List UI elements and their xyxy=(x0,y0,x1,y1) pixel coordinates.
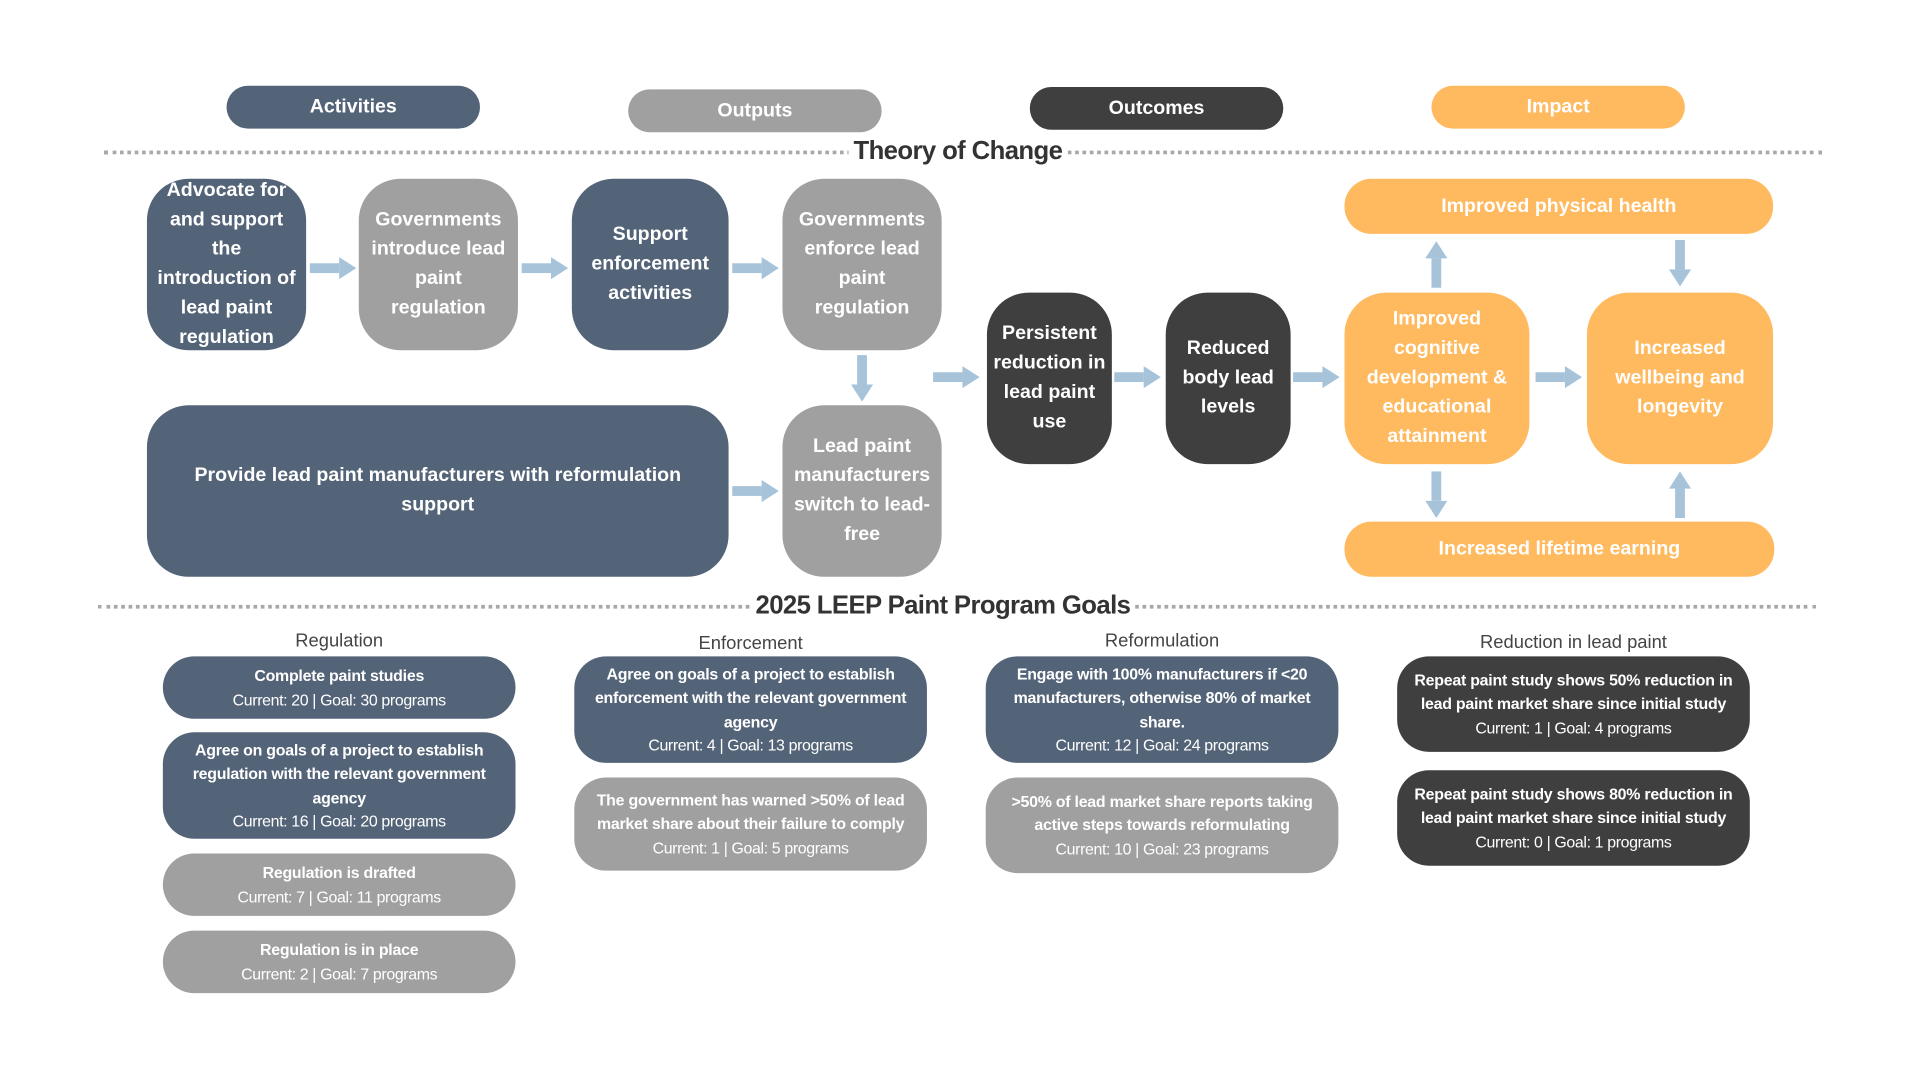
goal-title: Repeat paint study shows 50% reduction i… xyxy=(1414,670,1733,713)
node-support-enforcement: Support enforcement activities xyxy=(571,178,729,351)
node-improved-physical-health: Improved physical health xyxy=(1344,178,1774,234)
node-improved-cognitive: Improved cognitive development & educati… xyxy=(1344,292,1530,465)
column-heading-reformulation: Reformulation xyxy=(1104,630,1220,652)
node-reformulation-support: Provide lead paint manufacturers with re… xyxy=(146,405,729,577)
goal-title: Agree on goals of a project to establish… xyxy=(192,740,486,807)
legend-activities: Activities xyxy=(226,85,481,129)
goal-title: >50% of lead market share reports taking… xyxy=(1011,791,1313,835)
arrow-right-6 xyxy=(1114,366,1161,389)
goal-card: Agree on goals of a project to establish… xyxy=(574,656,927,763)
goal-card: Regulation is drafted Current: 7 | Goal:… xyxy=(162,853,516,916)
goal-title: Engage with 100% manufacturers if <20 ma… xyxy=(1013,664,1311,731)
goal-title: Repeat paint study shows 80% reduction i… xyxy=(1414,784,1733,827)
goal-progress: Current: 1 | Goal: 4 programs xyxy=(1475,718,1672,737)
node-reduced-body-lead: Reduced body lead levels xyxy=(1165,292,1291,465)
arrow-down-2 xyxy=(1425,471,1448,518)
column-heading-regulation: Regulation xyxy=(295,630,384,652)
arrow-up-1 xyxy=(1425,241,1448,288)
goal-progress: Current: 7 | Goal: 11 programs xyxy=(237,887,441,906)
goal-title: Agree on goals of a project to establish… xyxy=(594,664,907,731)
arrow-down-1 xyxy=(851,355,874,402)
goal-title: Regulation is in place xyxy=(260,940,419,959)
goal-progress: Current: 20 | Goal: 30 programs xyxy=(232,690,446,709)
column-heading-reduction: Reduction in lead paint xyxy=(1480,631,1667,653)
goal-title: Complete paint studies xyxy=(254,666,425,685)
goal-card: Engage with 100% manufacturers if <20 ma… xyxy=(985,656,1339,763)
goal-progress: Current: 16 | Goal: 20 programs xyxy=(232,811,446,831)
goal-card: Repeat paint study shows 80% reduction i… xyxy=(1397,770,1750,866)
goal-progress: Current: 12 | Goal: 24 programs xyxy=(1055,735,1269,755)
goal-card: Repeat paint study shows 50% reduction i… xyxy=(1397,656,1750,752)
goal-progress: Current: 2 | Goal: 7 programs xyxy=(241,964,438,983)
goal-progress: Current: 1 | Goal: 5 programs xyxy=(652,838,849,857)
arrow-right-2 xyxy=(521,257,569,280)
goal-progress: Current: 4 | Goal: 13 programs xyxy=(648,735,853,755)
goal-card: Complete paint studies Current: 20 | Goa… xyxy=(162,656,516,719)
node-governments-enforce: Governments enforce lead paint regulatio… xyxy=(782,178,942,351)
theory-of-change-title: Theory of Change xyxy=(848,137,1068,167)
arrow-right-5 xyxy=(933,366,980,389)
node-manufacturers-switch: Lead paint manufacturers switch to lead-… xyxy=(782,405,942,577)
arrow-down-3 xyxy=(1668,240,1692,287)
node-advocate: Advocate for and support the introductio… xyxy=(146,178,307,351)
goal-progress: Current: 0 | Goal: 1 programs xyxy=(1475,832,1672,851)
node-persistent-reduction: Persistent reduction in lead paint use xyxy=(986,292,1112,465)
goal-card: Agree on goals of a project to establish… xyxy=(162,732,516,839)
goal-card: >50% of lead market share reports taking… xyxy=(985,777,1339,874)
arrow-up-2 xyxy=(1668,471,1692,518)
goal-progress: Current: 10 | Goal: 23 programs xyxy=(1055,839,1269,859)
goal-card: The government has warned >50% of lead m… xyxy=(574,777,927,871)
arrow-right-3 xyxy=(732,257,779,280)
legend-impact: Impact xyxy=(1431,85,1685,129)
node-increased-wellbeing: Increased wellbeing and longevity xyxy=(1586,292,1774,465)
legend-outputs: Outputs xyxy=(628,89,882,133)
node-increased-lifetime-earning: Increased lifetime earning xyxy=(1344,521,1775,577)
column-heading-enforcement: Enforcement xyxy=(698,633,803,654)
arrow-right-1 xyxy=(309,257,357,280)
node-governments-introduce: Governments introduce lead paint regulat… xyxy=(358,178,518,351)
arrow-right-4 xyxy=(732,480,779,503)
goal-title: Regulation is drafted xyxy=(262,863,416,882)
goal-title: The government has warned >50% of lead m… xyxy=(596,790,905,833)
arrow-right-7 xyxy=(1293,366,1340,389)
arrow-right-8 xyxy=(1535,366,1583,389)
legend-outcomes: Outcomes xyxy=(1029,86,1284,130)
goal-card: Regulation is in place Current: 2 | Goal… xyxy=(162,930,516,994)
goals-title: 2025 LEEP Paint Program Goals xyxy=(750,591,1136,621)
